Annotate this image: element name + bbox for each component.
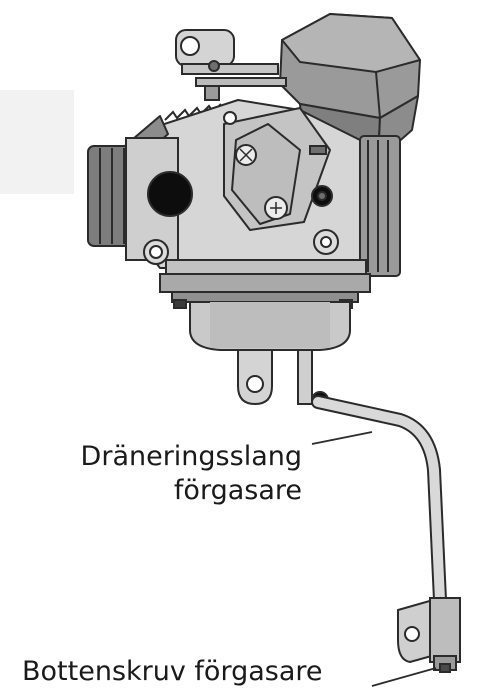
float-bowl — [189, 301, 351, 409]
bottom-screw-fitting — [397, 596, 461, 673]
bottom-screw-label: Bottenskruv förgasare — [22, 656, 323, 687]
drain-hose-leader — [311, 431, 373, 445]
flange-plates — [159, 259, 371, 309]
drain-hose-label: Dräneringsslang förgasare — [81, 440, 302, 508]
drain-hose — [311, 395, 447, 607]
bottom-screw-icon — [439, 663, 451, 673]
drain-hose-label-line2: förgasare — [173, 475, 302, 506]
body-fasteners — [143, 111, 339, 265]
carburetor-body — [119, 99, 401, 277]
left-intake — [87, 137, 193, 261]
drain-hose-label-line1: Dräneringsslang — [80, 441, 302, 472]
top-bracket — [175, 29, 287, 87]
background-panel — [0, 90, 74, 194]
bottom-screw-leader — [371, 667, 437, 687]
